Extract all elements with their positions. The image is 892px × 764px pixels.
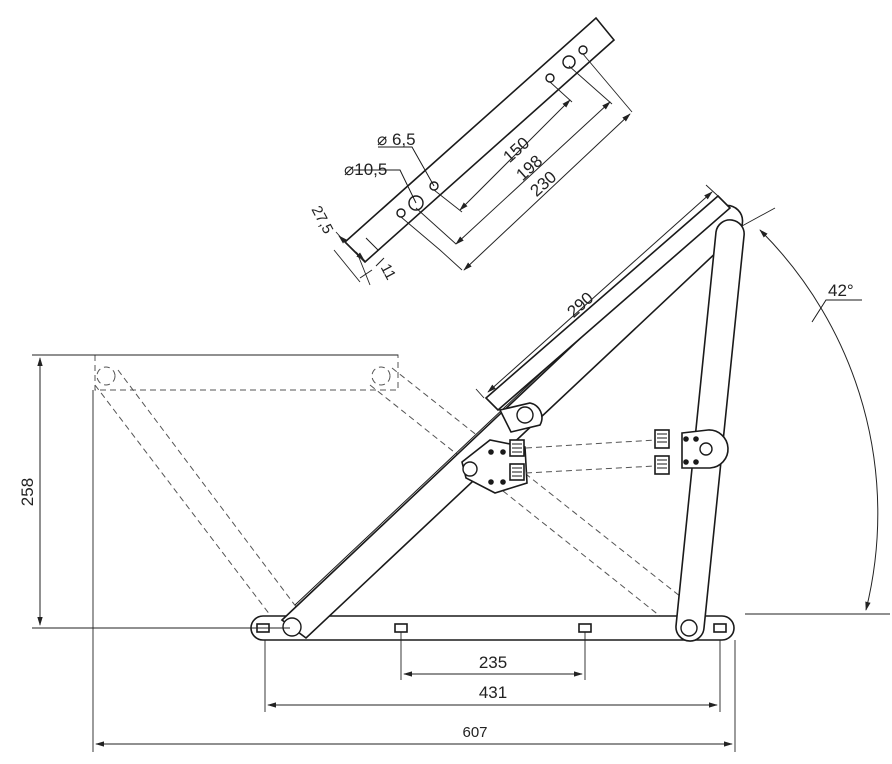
dimension-angle: 42° (741, 207, 890, 615)
offset-b-label: 11 (377, 261, 399, 283)
dimension-arm-length: 290 (475, 184, 719, 399)
dimension-hole-spacing: 235 (400, 632, 586, 680)
small-diameter-label: ⌀ 6,5 (377, 130, 416, 149)
hole-spacing-label: 235 (479, 653, 507, 672)
closed-position-outline (94, 354, 701, 629)
height-label: 258 (18, 478, 37, 506)
angle-label: 42° (828, 281, 854, 300)
bracket-detail: 150 198 230 ⌀ 6,5 ⌀10,5 27,5 11 (308, 16, 633, 286)
dimension-mount-width: 431 (264, 640, 721, 712)
mount-width-label: 431 (479, 683, 507, 702)
base-plate (250, 615, 735, 641)
offset-a-label: 27,5 (308, 203, 337, 237)
total-width-label: 607 (462, 724, 487, 741)
dimension-total-width: 607 (92, 390, 736, 752)
dimension-height: 258 (18, 354, 398, 629)
spring-assembly (461, 429, 729, 494)
large-diameter-label: ⌀10,5 (344, 160, 387, 179)
